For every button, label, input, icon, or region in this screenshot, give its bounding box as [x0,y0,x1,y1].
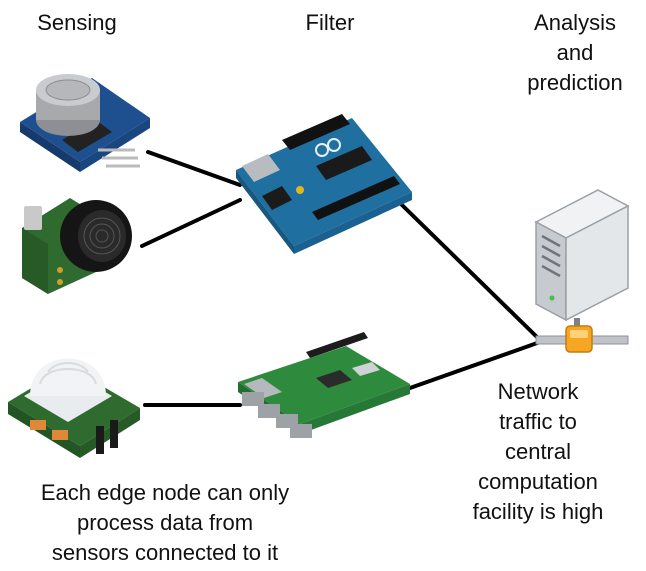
link-arduino-to-server [400,203,542,342]
header-sensing: Sensing [37,10,117,35]
link-pi-to-server [408,340,542,390]
edge-note-line1: Each edge node can only [40,480,290,505]
header-analysis: Analysis and prediction [500,8,646,98]
network-note-line3: central [504,439,572,464]
network-note-line4: computation [478,469,598,494]
edge-note-line3: sensors connected to it [51,540,279,565]
network-note-line1: Network [497,379,579,404]
network-note-line5: facility is high [472,499,604,524]
edge-node-note: Each edge node can only process data fro… [0,478,330,568]
pir-sensor-icon [8,358,140,458]
link-ultrasonic-to-arduino [140,198,242,248]
header-filter: Filter [305,10,355,35]
server-icon [534,189,630,353]
edge-note-line2: process data from [76,510,254,535]
header-analysis-line1: Analysis [534,10,616,35]
raspberry-pi-icon [238,332,410,438]
arduino-board-icon [236,114,412,254]
network-traffic-note: Network traffic to central computation f… [438,377,638,527]
header-analysis-line3: prediction [527,70,623,95]
link-gas-to-arduino [146,150,242,187]
connection-lines [140,150,542,407]
gas-sensor-icon [20,74,150,172]
header-analysis-line2: and [556,40,594,65]
ultrasonic-sensor-icon [22,198,132,294]
network-note-line2: traffic to [499,409,577,434]
